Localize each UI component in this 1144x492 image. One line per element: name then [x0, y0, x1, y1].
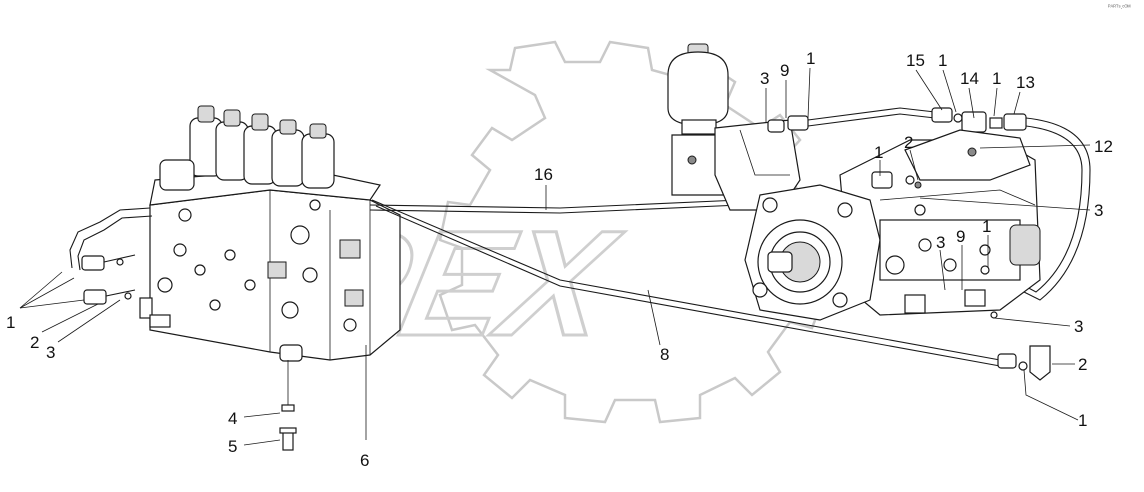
callout-right-1: 1	[1078, 411, 1087, 430]
solenoid-coils	[159, 105, 335, 191]
hose-8	[371, 199, 1051, 381]
pipes-top	[767, 107, 1091, 301]
callout-left-3: 3	[46, 343, 55, 362]
callout-right-2: 2	[1078, 355, 1087, 374]
callout-bottom-6: 6	[360, 451, 369, 470]
callout-pump-1: 1	[874, 143, 883, 162]
callout-top-13: 13	[1016, 73, 1035, 92]
callout-pump-1b: 1	[982, 217, 991, 236]
callout-pump-2: 2	[904, 133, 913, 152]
corner-mark: ᴾᴬᴿᵀˢ.ᶜᴼᴹ	[1108, 3, 1131, 11]
callout-right-3a: 3	[1094, 201, 1103, 220]
callout-right-3b: 3	[1074, 317, 1083, 336]
callout-top-15: 15	[906, 51, 925, 70]
hydraulic-pump	[744, 129, 1041, 321]
callout-top-1c: 1	[992, 69, 1001, 88]
callout-mid-8: 8	[660, 345, 669, 364]
callout-right-12: 12	[1094, 137, 1113, 156]
callout-labels: 1 2 3 4 5 6 16 8 3 9 1 15 1 14 1 13 2 1 …	[6, 49, 1113, 470]
callout-bottom-4: 4	[228, 409, 237, 428]
hose-16	[369, 199, 741, 214]
callout-top-14: 14	[960, 69, 979, 88]
valve-ports	[157, 199, 364, 332]
callout-top-9: 9	[780, 61, 789, 80]
callout-bottom-5: 5	[228, 437, 237, 456]
callout-top-1b: 1	[938, 51, 947, 70]
callout-pump-9: 9	[956, 227, 965, 246]
callout-left-1: 1	[6, 313, 15, 332]
callout-left-2: 2	[30, 333, 39, 352]
left-fittings	[69, 207, 171, 328]
callout-top-1a: 1	[806, 49, 815, 68]
callout-pump-3: 3	[936, 233, 945, 252]
pump-flange	[744, 184, 881, 321]
leader-lines	[19, 67, 1091, 451]
callout-mid-16: 16	[534, 165, 553, 184]
control-valve-block	[69, 105, 401, 362]
callout-top-3: 3	[760, 69, 769, 88]
